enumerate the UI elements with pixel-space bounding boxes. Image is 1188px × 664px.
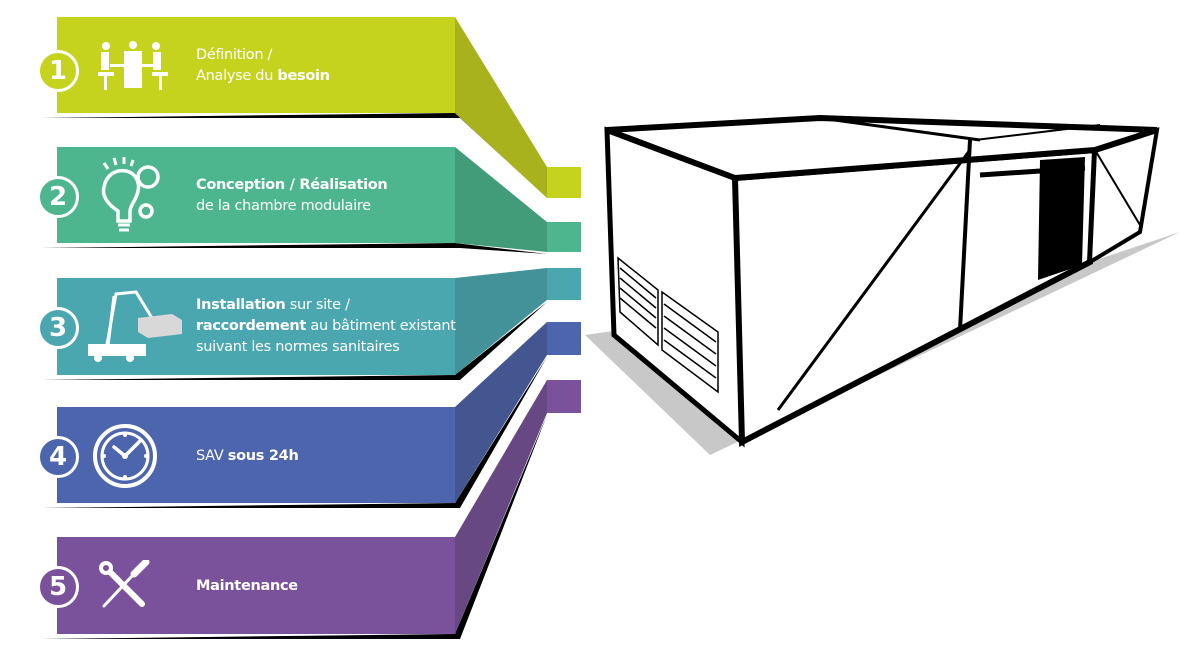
crane-truck-icon [88, 290, 182, 362]
text-bold: Maintenance [196, 578, 298, 594]
step-1-line-2: Analyse du besoin [196, 66, 330, 87]
text: Analyse du [196, 68, 278, 84]
step-number-5: 5 [37, 566, 79, 608]
step-4-line-1: SAV sous 24h [196, 446, 299, 467]
step-band-1 [40, 17, 581, 198]
text-bold: besoin [277, 68, 330, 84]
step-label-1: Définition / Analyse du besoin [196, 45, 330, 87]
text: sur site / [285, 297, 350, 313]
step-label-2: Conception / Réalisation de la chambre m… [196, 175, 388, 217]
step-2-line-2: de la chambre modulaire [196, 198, 371, 214]
lightbulb-gears-icon [101, 157, 160, 232]
step-3-line-1: Installation sur site / [196, 295, 456, 316]
step-label-4: SAV sous 24h [196, 446, 299, 467]
text-bold: Conception / Réalisation [196, 177, 388, 193]
text: au bâtiment existant [306, 318, 456, 334]
wrench-screwdriver-icon [99, 560, 150, 608]
step-number-1: 1 [37, 50, 79, 92]
step-3-line-3: suivant les normes sanitaires [196, 339, 400, 355]
modular-room-illustration [585, 114, 1180, 455]
step-1-line-1: Définition / [196, 47, 273, 63]
step-5-line-1: Maintenance [196, 576, 298, 597]
step-number-3: 3 [37, 307, 79, 349]
text: SAV [196, 448, 228, 464]
step-2-line-1: Conception / Réalisation [196, 175, 388, 196]
text-bold: sous 24h [227, 448, 299, 464]
text-bold: raccordement [196, 318, 307, 334]
step-3-line-2: raccordement au bâtiment existant [196, 316, 456, 337]
step-label-3: Installation sur site / raccordement au … [196, 295, 456, 358]
meeting-icon [98, 41, 168, 90]
text-bold: Installation [196, 297, 286, 313]
step-number-4: 4 [37, 436, 79, 478]
clock-icon [93, 424, 157, 488]
step-number-2: 2 [37, 176, 79, 218]
step-label-5: Maintenance [196, 576, 298, 597]
